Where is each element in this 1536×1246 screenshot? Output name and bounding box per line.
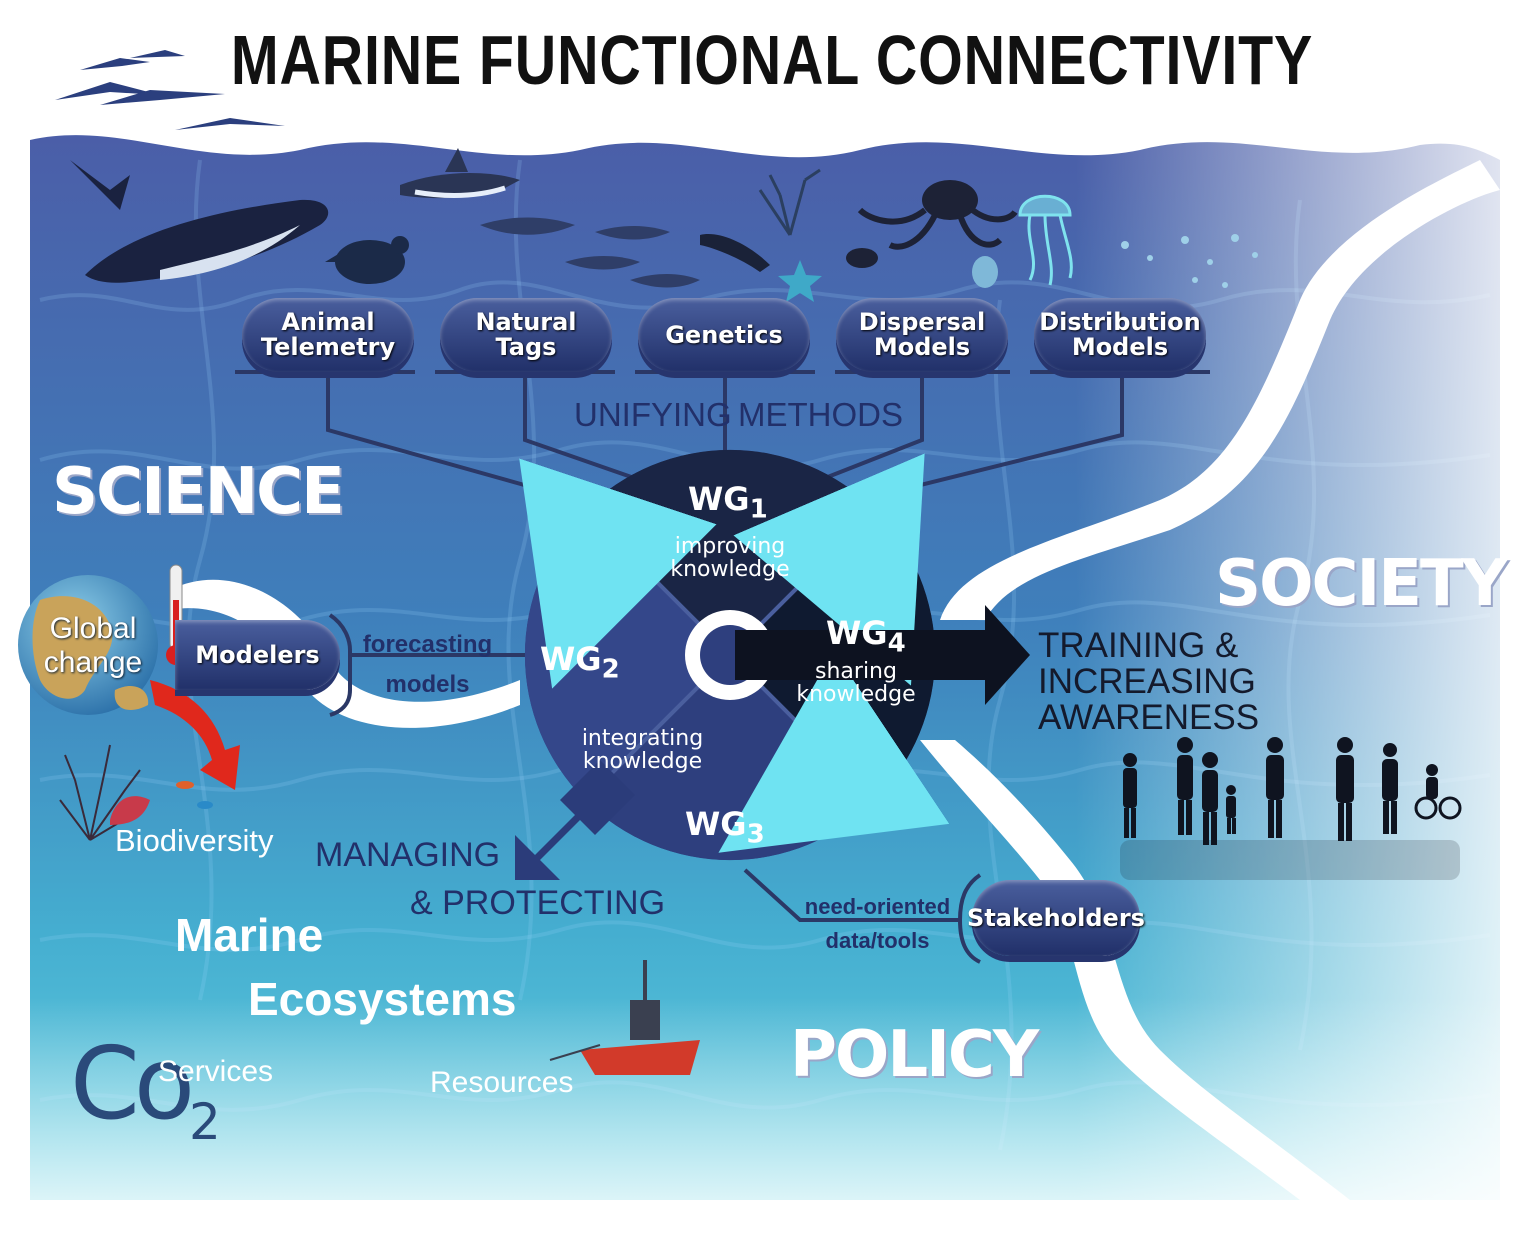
octopus-icon xyxy=(857,180,1018,250)
coral-icon xyxy=(758,168,821,236)
wg2-number: 2 xyxy=(601,654,620,685)
people-reflection xyxy=(1120,840,1460,880)
services-label: Services xyxy=(158,1055,274,1088)
turtle-icon xyxy=(325,236,409,284)
wg1-number: 1 xyxy=(749,494,768,525)
jellyfish-icon xyxy=(1018,194,1073,286)
method-line1: Distribution xyxy=(1039,308,1201,336)
forecasting-bracket xyxy=(328,613,525,717)
crab-icon xyxy=(846,248,878,268)
policy-heading: POLICY xyxy=(790,1018,1039,1092)
co2-label: Co2 xyxy=(70,1025,221,1151)
wg2-label: WG2 xyxy=(540,640,620,685)
lobster-icon xyxy=(700,234,770,272)
biodiversity-arrow xyxy=(150,680,240,790)
modelers-pill: Modelers xyxy=(175,620,340,690)
managing-label-line1: MANAGING xyxy=(315,836,501,874)
stakeholders-pill: Stakeholders xyxy=(967,880,1145,956)
method-line1: Natural xyxy=(475,308,577,336)
method-line2: Telemetry xyxy=(260,333,396,361)
shell-icon xyxy=(972,256,998,288)
marine-ecosystems-line2: Ecosystems xyxy=(248,973,517,1025)
whale-icon xyxy=(70,160,329,283)
society-arrow xyxy=(735,605,1030,705)
wg3-label: WG3 xyxy=(685,805,765,850)
birds-icon xyxy=(55,50,285,130)
fishing-boat-icon xyxy=(549,960,700,1075)
page-title: MARINE FUNCTIONAL CONNECTIVITY xyxy=(230,21,1314,99)
wg4-number: 4 xyxy=(887,628,906,659)
co2-subscript: 2 xyxy=(189,1093,221,1151)
marine-ecosystems-line1: Marine xyxy=(175,909,324,961)
reef-icon xyxy=(59,744,141,841)
method-line1: Genetics xyxy=(665,320,783,349)
shark-icon xyxy=(400,148,520,199)
method-genetics: Genetics xyxy=(638,298,810,372)
method-line1: Dispersal xyxy=(858,308,986,336)
resources-label: Resources xyxy=(430,1066,574,1099)
method-line2: Tags xyxy=(495,333,557,361)
wg1-label: WG1 xyxy=(688,480,768,525)
starfish-icon xyxy=(778,260,822,302)
method-line2: Models xyxy=(1071,333,1169,361)
method-line1: Animal xyxy=(281,308,375,336)
cycle-arrows xyxy=(519,453,950,853)
science-heading: SCIENCE xyxy=(52,455,345,529)
managing-label-line2: & PROTECTING xyxy=(410,884,666,922)
methods-label: METHODS xyxy=(738,396,903,433)
wg3-number: 3 xyxy=(746,819,765,850)
plankton-icon xyxy=(1121,234,1258,288)
method-line2: Models xyxy=(873,333,971,361)
society-heading: SOCIETY xyxy=(1215,547,1508,621)
people-silhouettes-icon xyxy=(1123,737,1462,845)
unifying-label: UNIFYING xyxy=(574,396,732,433)
wg4-label: WG4 xyxy=(826,614,906,659)
managing-arrow xyxy=(515,760,635,880)
globe-icon xyxy=(18,575,158,715)
small-fish-icon xyxy=(176,781,213,809)
biodiversity-label: Biodiversity xyxy=(115,823,274,858)
fish-school-icon xyxy=(480,217,700,288)
stakeholders-bracket xyxy=(743,868,982,964)
red-coral-icon xyxy=(110,796,150,825)
